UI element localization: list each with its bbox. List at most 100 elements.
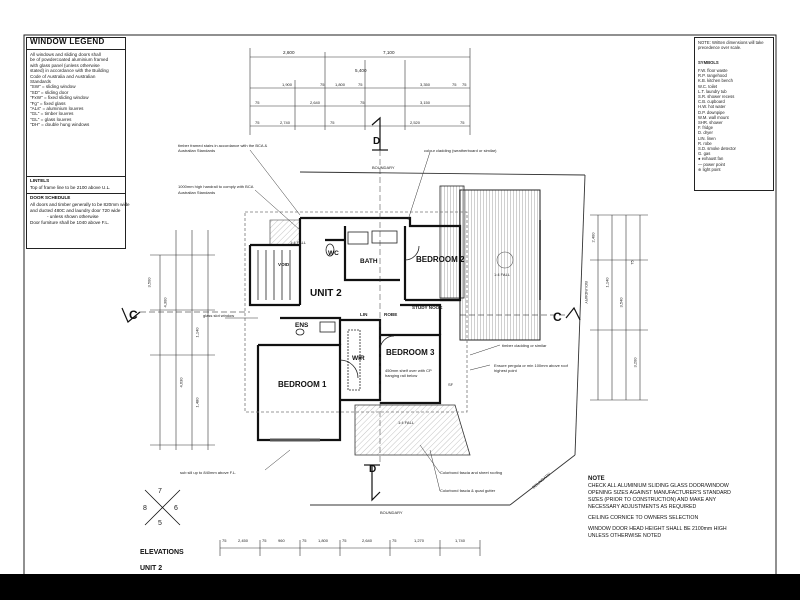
dim-bottom: 2,640	[362, 538, 373, 543]
symbol-item: R. robe	[698, 140, 712, 146]
dim-top: 2,520	[410, 120, 421, 125]
annotation-fall: 1:4 FALL	[398, 420, 415, 425]
dim-bottom: 1,800	[318, 538, 329, 543]
room-bath: BATH	[360, 258, 378, 265]
symbols-heading: SYMBOLS	[698, 60, 719, 65]
annotation-handrail-std: Australian Standards	[178, 190, 216, 195]
legend-divider	[27, 49, 125, 50]
annotation-pergola: Ensure pergola or min 100mm above roof h…	[494, 363, 568, 373]
leader-lines	[225, 149, 501, 492]
dim-bottom: 75	[302, 538, 307, 543]
annotation-stairs: timber framed stairs in accordance with …	[178, 143, 268, 153]
note-line: SIZES (PRIOR TO CONSTRUCTION) AND MAKE A…	[588, 497, 717, 503]
annotation-sub-sill: sub sill up to 840mm above F.L.	[180, 470, 237, 475]
annotation-fascia-gutter: Colorbond fascia & quad gutter	[440, 488, 496, 493]
legend-line: "DH" = double hung windows	[30, 122, 90, 128]
room-bedroom-1: BEDROOM 1	[278, 380, 327, 389]
symbols-legend: NOTE: Written dimensions will take prece…	[694, 37, 774, 191]
symbol-item: R.P. rangehood	[698, 73, 727, 79]
annotation-glass-slot: glass slot window	[203, 313, 235, 318]
dim-top: 75	[462, 82, 467, 87]
legend-line: Standards	[30, 79, 51, 85]
lintels-heading: LINTELS	[30, 178, 50, 183]
boundary-label: BOUNDARY	[372, 165, 395, 170]
section-marker-d-top: D	[373, 136, 381, 147]
symbol-item: D. dryer	[698, 130, 713, 136]
dim-top: 5,400	[355, 68, 367, 73]
symbol-item: SHR. shower	[698, 120, 723, 126]
legend-divider	[27, 193, 125, 194]
note-line: NECESSARY ADJUSTMENTS AS REQUIRED	[588, 504, 697, 510]
symbol-item: L.T. laundry tub	[698, 88, 727, 94]
dim-right: 3,200	[632, 357, 638, 368]
dim-right: 1,140	[604, 277, 610, 288]
window-legend-title: WINDOW LEGEND	[30, 37, 105, 46]
symbol-item: W.C. toilet	[698, 83, 718, 89]
left-dimensions	[150, 230, 215, 450]
dim-top: 7,100	[383, 50, 395, 55]
elevation-number: 8	[143, 505, 147, 512]
section-marker-c-left: C	[129, 308, 138, 322]
annotation-timber-cladding: timber cladding or similar	[502, 343, 547, 348]
section-arrow-left	[121, 307, 250, 323]
annotation-handrail: 1000mm high handrail to comply with BCA	[178, 184, 254, 189]
dim-top: 1,900	[282, 82, 293, 87]
dim-top: 75	[358, 82, 363, 87]
legend-line: with glass panel (unless otherwise	[30, 62, 100, 68]
dim-right: 2,400	[590, 232, 596, 243]
door-schedule-line: All doors and timber generally to be 820…	[30, 202, 130, 207]
dim-top: 3,150	[420, 100, 431, 105]
symbol-item: D.P. downpipe	[698, 109, 725, 115]
note-line: WINDOW DOOR HEAD HEIGHT SHALL BE 2100mm …	[588, 526, 727, 532]
legend-line: Code of Australia and Australian	[30, 73, 96, 79]
section-arrow-right	[460, 306, 581, 321]
door-schedule-line: and ducted 480C and laundry door 720 wid…	[30, 208, 121, 213]
room-wc: WC	[328, 250, 339, 257]
section-marker-d-bottom: D	[369, 464, 377, 475]
site-boundary	[299, 171, 586, 506]
dim-top: 75	[460, 120, 465, 125]
note-line: CEILING CORNICE TO OWNERS SELECTION	[588, 515, 699, 521]
construction-note: NOTE CHECK ALL ALUMINIUM SLIDING GLASS D…	[588, 476, 758, 540]
window-legend: WINDOW LEGEND All windows and sliding do…	[26, 37, 130, 249]
legend-line: "ALs" = aluminium louvres	[30, 106, 84, 112]
symbols-list: F.W. floor waste R.P. rangehood K.B. kit…	[698, 68, 770, 172]
annotation-fall: 1:4 FALL	[494, 272, 511, 277]
window-legend-lines: All windows and sliding doors shall be o…	[30, 52, 122, 128]
note-line: UNLESS OTHERWISE NOTED	[588, 533, 662, 539]
dim-bottom: 75	[392, 538, 397, 543]
room-wir: WIR	[352, 355, 365, 362]
legend-line: "SD" = sliding door	[30, 89, 69, 95]
door-schedule-line: - unless shown otherwise	[47, 214, 99, 219]
room-ensuite: ENS	[295, 322, 309, 329]
symbol-item: F. fridge	[698, 125, 713, 131]
black-bottom-band	[0, 574, 800, 600]
elevation-number: 7	[158, 488, 162, 495]
room-linen: LIN	[360, 312, 368, 317]
annotation-shelf: 450mm shelf over with CP hanging rail be…	[385, 368, 432, 378]
dim-left: 1,480	[194, 397, 200, 408]
dim-top: 75	[320, 82, 325, 87]
bottom-dimensions	[219, 540, 481, 556]
symbol-item: LIN. linen	[698, 135, 716, 141]
legend-line: "GL" = glass louvres	[30, 116, 72, 122]
room-robe: ROBE	[384, 312, 398, 317]
dim-bottom: 75	[342, 538, 347, 543]
door-schedule-heading: DOOR SCHEDULE	[30, 195, 71, 200]
legend-divider	[27, 176, 125, 177]
symbol-item: — power point	[698, 161, 725, 167]
symbol-item: H.W. hot water	[698, 104, 726, 110]
annotation-sf: SF	[448, 382, 454, 387]
elevation-key-symbol	[144, 489, 181, 526]
room-bedroom-2: BEDROOM 2	[416, 255, 465, 264]
interior-details	[244, 211, 541, 442]
legend-line: "SW" = sliding window	[30, 84, 76, 90]
dim-bottom: 960	[278, 538, 285, 543]
dim-bottom: 75	[262, 538, 267, 543]
legend-line: "Fg" = fixed glass	[30, 100, 66, 106]
deck-fall-symbol	[496, 251, 514, 269]
dim-top: 2,600	[283, 50, 295, 55]
legend-line: be of powdercoated aluminium framed	[30, 57, 109, 63]
boundary-label: BOUNDARY	[583, 281, 589, 304]
